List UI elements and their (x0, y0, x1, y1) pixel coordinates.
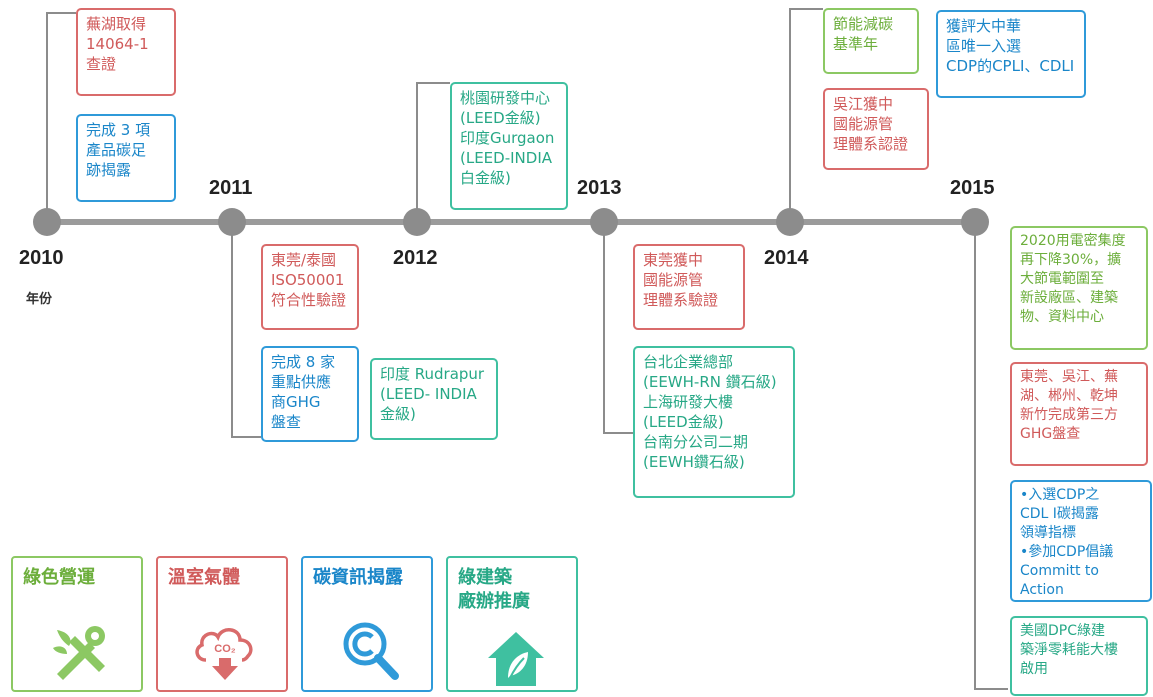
event-2011-rudrapur: 印度 Rudrapur (LEED- INDIA 金級) (370, 358, 498, 440)
connector-2015 (974, 222, 1008, 690)
event-2015-ghg-inventory: 東莞、吳江、蕪 湖、郴州、乾坤 新竹完成第三方 GHG盤查 (1010, 362, 1148, 466)
connector-2011 (231, 222, 261, 438)
green-house-icon (488, 632, 544, 686)
svg-text:CO₂: CO₂ (214, 643, 236, 655)
timeline-dot-2015 (961, 208, 989, 236)
timeline-dot-2012 (403, 208, 431, 236)
timeline-line (46, 219, 976, 225)
connector-2010 (46, 12, 76, 222)
year-label-2013: 2013 (577, 177, 622, 199)
event-2015-electricity-target: 2020用電密集度 再下降30%，擴 大節電範圍至 新設廠區、建築 物、資料中心 (1010, 226, 1148, 350)
category-green-operation: 綠色營運 (11, 556, 143, 692)
timeline-dot-2011 (218, 208, 246, 236)
category-greenhouse-gas: 溫室氣體 CO₂ (156, 556, 288, 692)
event-2010-wuhu-14064: 蕪湖取得 14064-1 查證 (76, 8, 176, 96)
event-2015-cdp-leadership: •入選CDP之 CDL I碳揭露 領導指標 •參加CDP倡議 Committ t… (1010, 480, 1152, 602)
category-label: 碳資訊揭露 (313, 567, 403, 588)
event-2014-cdp-cpli-cdli: 獲評大中華 區唯一入選 CDP的CPLI、CDLI (936, 10, 1086, 98)
event-2014-baseline-year: 節能減碳 基準年 (823, 8, 919, 74)
event-2014-wujiang-energy: 吳江獲中 國能源管 理體系認證 (823, 88, 929, 170)
connector-2013 (603, 222, 633, 434)
timeline-dot-2014 (776, 208, 804, 236)
event-2013-dongguan-energy: 東莞獲中 國能源管 理體系驗證 (633, 244, 745, 330)
event-2013-taipei-shanghai-tainan: 台北企業總部 (EEWH-RN 鑽石級) 上海研發大樓 (LEED金級) 台南分… (633, 346, 795, 498)
event-2012-taoyuan-gurgaon: 桃園研發中心 (LEED金級) 印度Gurgaon (LEED-INDIA 白金… (450, 82, 568, 210)
category-carbon-disclosure: 碳資訊揭露 (301, 556, 433, 692)
event-2011-iso50001: 東莞/泰國 ISO50001 符合性驗證 (261, 244, 359, 330)
connector-2014 (789, 8, 823, 222)
year-unit-label: 年份 (26, 292, 53, 307)
event-2015-dpc-net-zero: 美國DPC綠建 築淨零耗能大樓 啟用 (1010, 616, 1148, 696)
year-label-2012: 2012 (393, 247, 438, 269)
category-green-building: 綠建築 廠辦推廣 (446, 556, 578, 692)
event-2011-supplier-ghg: 完成 8 家 重點供應 商GHG 盤查 (261, 346, 359, 442)
event-2010-carbon-footprint: 完成 3 項 產品碳足 跡揭露 (76, 114, 176, 202)
year-label-2010: 2010 (19, 247, 64, 269)
timeline-dot-2013 (590, 208, 618, 236)
category-label: 綠建築 廠辦推廣 (458, 567, 530, 612)
co2-cloud-icon: CO₂ (195, 628, 253, 680)
tools-leaf-icon (53, 626, 105, 680)
category-label: 綠色營運 (23, 567, 95, 588)
category-label: 溫室氣體 (168, 567, 240, 588)
magnifier-c-icon (343, 622, 399, 680)
year-label-2011: 2011 (209, 177, 253, 199)
connector-2012 (416, 82, 450, 222)
timeline-dot-2010 (33, 208, 61, 236)
year-label-2015: 2015 (950, 177, 995, 199)
year-label-2014: 2014 (764, 247, 809, 269)
